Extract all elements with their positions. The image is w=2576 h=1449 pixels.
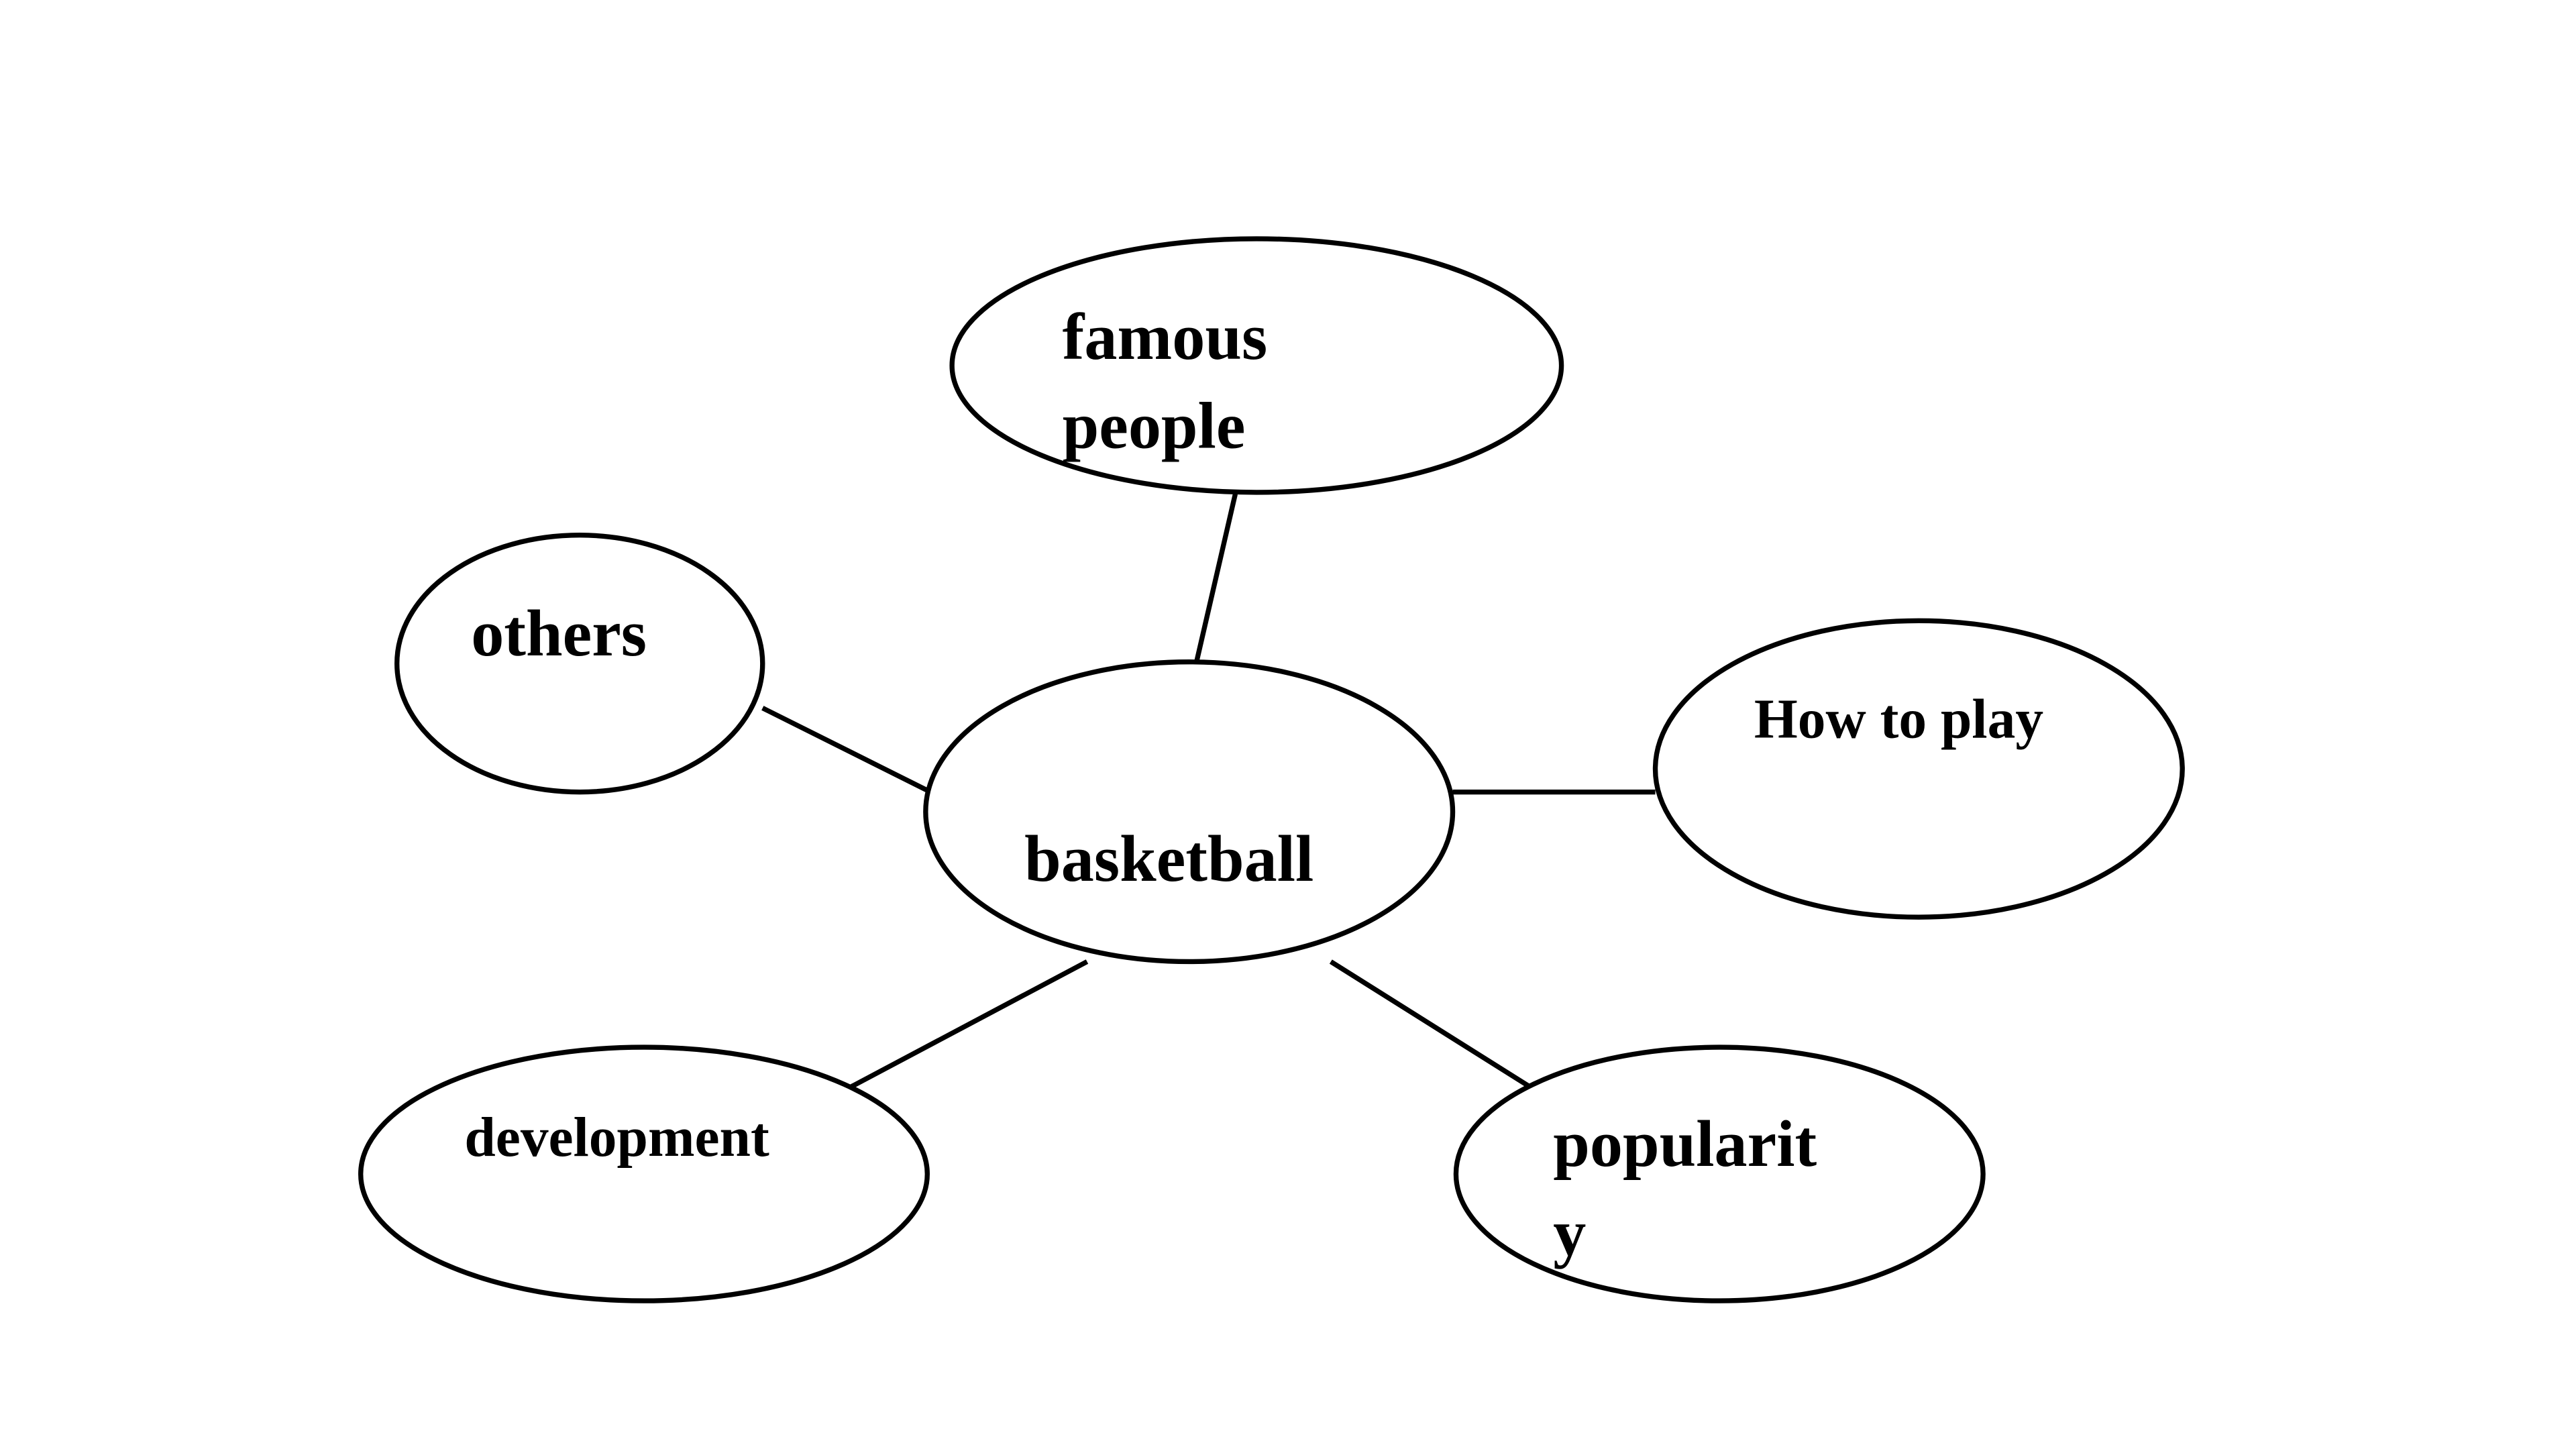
node-others-ellipse — [394, 533, 765, 795]
node-center: basketball — [923, 659, 1456, 965]
node-famous-people-label-line2: people — [1063, 390, 1246, 463]
node-others: others — [394, 533, 765, 795]
connector-center-others — [761, 706, 928, 793]
connector-center-popularity — [1329, 959, 1537, 1093]
node-famous-people-label-line1: famous — [1063, 301, 1268, 374]
node-how-to-play: How to play — [1652, 618, 2185, 920]
node-how-to-play-ellipse — [1652, 618, 2185, 920]
node-center-label: basketball — [1024, 823, 1313, 896]
node-popularity-label-line2: y — [1553, 1197, 1586, 1269]
node-popularity-ellipse — [1453, 1044, 1986, 1303]
node-how-to-play-label: How to play — [1754, 689, 2043, 751]
node-popularity: popularit y — [1453, 1044, 1986, 1303]
connector-center-development — [843, 959, 1089, 1093]
node-center-ellipse — [923, 659, 1456, 965]
node-development: development — [358, 1044, 930, 1303]
connector-center-famous-people — [1193, 493, 1238, 666]
node-development-label: development — [464, 1107, 769, 1169]
node-others-label: others — [471, 598, 647, 670]
node-famous-people: famous people — [949, 236, 1564, 495]
node-popularity-label-line1: popularit — [1553, 1108, 1817, 1181]
node-development-ellipse — [358, 1044, 930, 1303]
node-famous-people-ellipse — [949, 236, 1564, 495]
